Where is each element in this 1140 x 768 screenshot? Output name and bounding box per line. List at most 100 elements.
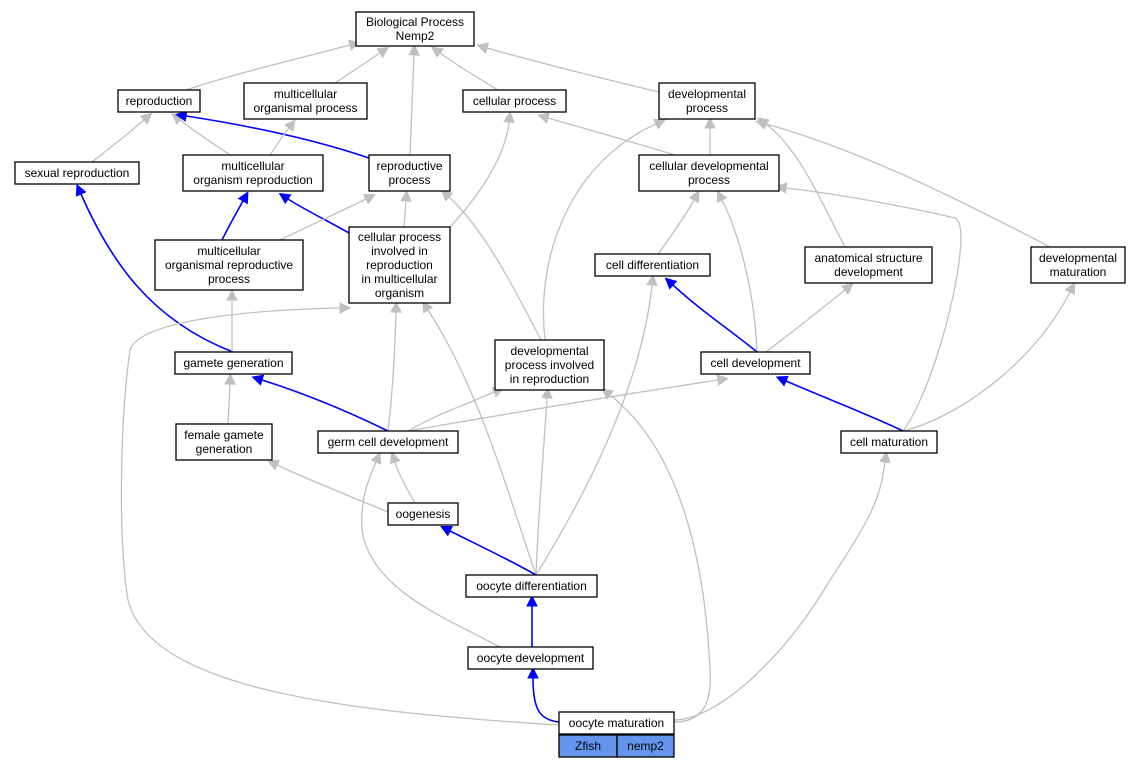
term-label-line: multicellular	[197, 244, 260, 258]
tag-label: Zfish	[575, 739, 601, 753]
edge-arrowhead	[440, 526, 454, 537]
term-node-sr[interactable]: sexual reproduction	[14, 161, 140, 185]
term-label-line: cell development	[710, 356, 801, 370]
edge-celldiff-to-cdp	[657, 190, 700, 255]
term-label-line: process involved	[505, 358, 594, 372]
term-label-line: anatomical structure	[814, 251, 922, 265]
edge-line	[535, 284, 653, 576]
term-label-line: involved in	[371, 244, 428, 258]
term-node-celldev[interactable]: cell development	[700, 351, 811, 375]
term-label-line: generation	[196, 442, 253, 456]
edge-arrowhead	[251, 374, 265, 386]
term-node-omat[interactable]: oocyte maturation	[558, 711, 675, 735]
edge-omat-to-cellmat	[673, 450, 891, 721]
edge-gg-to-morp	[226, 288, 238, 352]
edge-odiff-to-oog	[440, 526, 537, 576]
term-label-line: organism reproduction	[193, 173, 312, 187]
edge-line	[394, 461, 416, 504]
edge-arrowhead	[646, 273, 658, 287]
term-box	[494, 339, 605, 391]
term-node-oog[interactable]: oogenesis	[387, 502, 459, 526]
term-label-line: cell differentiation	[606, 258, 699, 272]
edge-line	[449, 121, 510, 228]
edge-gcd-to-gg	[251, 374, 389, 432]
annotation-tag-zfish[interactable]: Zfish	[558, 734, 618, 758]
edge-cellmat-to-celldev	[775, 375, 904, 432]
edge-line	[785, 187, 962, 432]
edge-sr-to-reproduction	[91, 112, 153, 163]
edge-rp-to-reproduction	[175, 110, 370, 159]
edge-line	[721, 199, 758, 353]
term-label-line: organism	[375, 286, 424, 300]
term-label-line: female gamete	[184, 428, 264, 442]
edge-arrowhead	[775, 375, 789, 387]
term-node-odiff[interactable]: oocyte differentiation	[465, 574, 598, 598]
term-node-gcd[interactable]: germ cell development	[317, 430, 459, 454]
term-node-celldiff[interactable]: cell differentiation	[594, 253, 711, 277]
edge-line	[532, 677, 560, 723]
edge-arrowhead	[175, 110, 188, 122]
edge-cpir-to-mor	[278, 192, 350, 234]
edge-odiff-to-celldiff	[535, 273, 658, 576]
term-label-line: maturation	[1050, 265, 1107, 279]
edge-dpir-to-rp	[440, 189, 542, 341]
edge-omat-to-dpir	[601, 388, 711, 723]
term-box	[175, 423, 273, 461]
edge-cdp-to-cp	[537, 112, 676, 156]
edge-arrowhead	[440, 189, 454, 202]
edge-gcd-to-celldev	[407, 374, 729, 432]
term-label-line: multicellular	[221, 159, 284, 173]
term-node-gg[interactable]: gamete generation	[174, 351, 293, 375]
term-label-line: developmental	[1039, 251, 1117, 265]
edge-line	[449, 530, 537, 576]
term-label-line: cellular process	[473, 94, 556, 108]
term-label-line: Biological Process	[366, 15, 464, 29]
term-label-line: oocyte development	[477, 651, 585, 665]
edge-omat-to-cpir	[120, 302, 560, 726]
edge-cellmat-to-cdp	[774, 182, 962, 432]
term-node-odev[interactable]: oocyte development	[467, 646, 594, 670]
edge-mop-to-bp	[334, 46, 390, 84]
edges-layer	[75, 39, 1076, 726]
term-label-line: germ cell development	[328, 435, 449, 449]
term-box	[154, 239, 304, 291]
term-label-line: reproduction	[126, 94, 193, 108]
term-label-line: cell maturation	[850, 435, 928, 449]
term-label-line: process	[688, 173, 730, 187]
edge-line	[765, 123, 1051, 248]
term-label-line: gamete generation	[183, 356, 283, 370]
term-node-reproduction[interactable]: reproduction	[117, 89, 201, 113]
edge-oog-to-gcd	[389, 451, 416, 504]
term-box	[182, 154, 324, 192]
annotation-tag-nemp2[interactable]: nemp2	[616, 734, 675, 758]
edge-arrowhead	[408, 43, 420, 56]
edge-line	[334, 52, 381, 84]
edge-arrowhead	[541, 386, 553, 399]
term-box	[117, 89, 201, 113]
edge-line	[403, 200, 407, 228]
tag-label: nemp2	[627, 739, 664, 753]
term-node-cellmat[interactable]: cell maturation	[840, 430, 938, 454]
term-label-line: developmental	[510, 344, 588, 358]
term-label-line: in reproduction	[510, 372, 589, 386]
edge-arrowhead	[362, 194, 376, 205]
edge-gg-to-sr	[75, 183, 234, 353]
edge-arrowhead	[840, 283, 854, 295]
edge-line	[179, 119, 231, 156]
term-node-cp[interactable]: cellular process	[462, 89, 567, 113]
term-label-line: sexual reproduction	[25, 166, 130, 180]
edge-arrowhead	[717, 190, 728, 204]
